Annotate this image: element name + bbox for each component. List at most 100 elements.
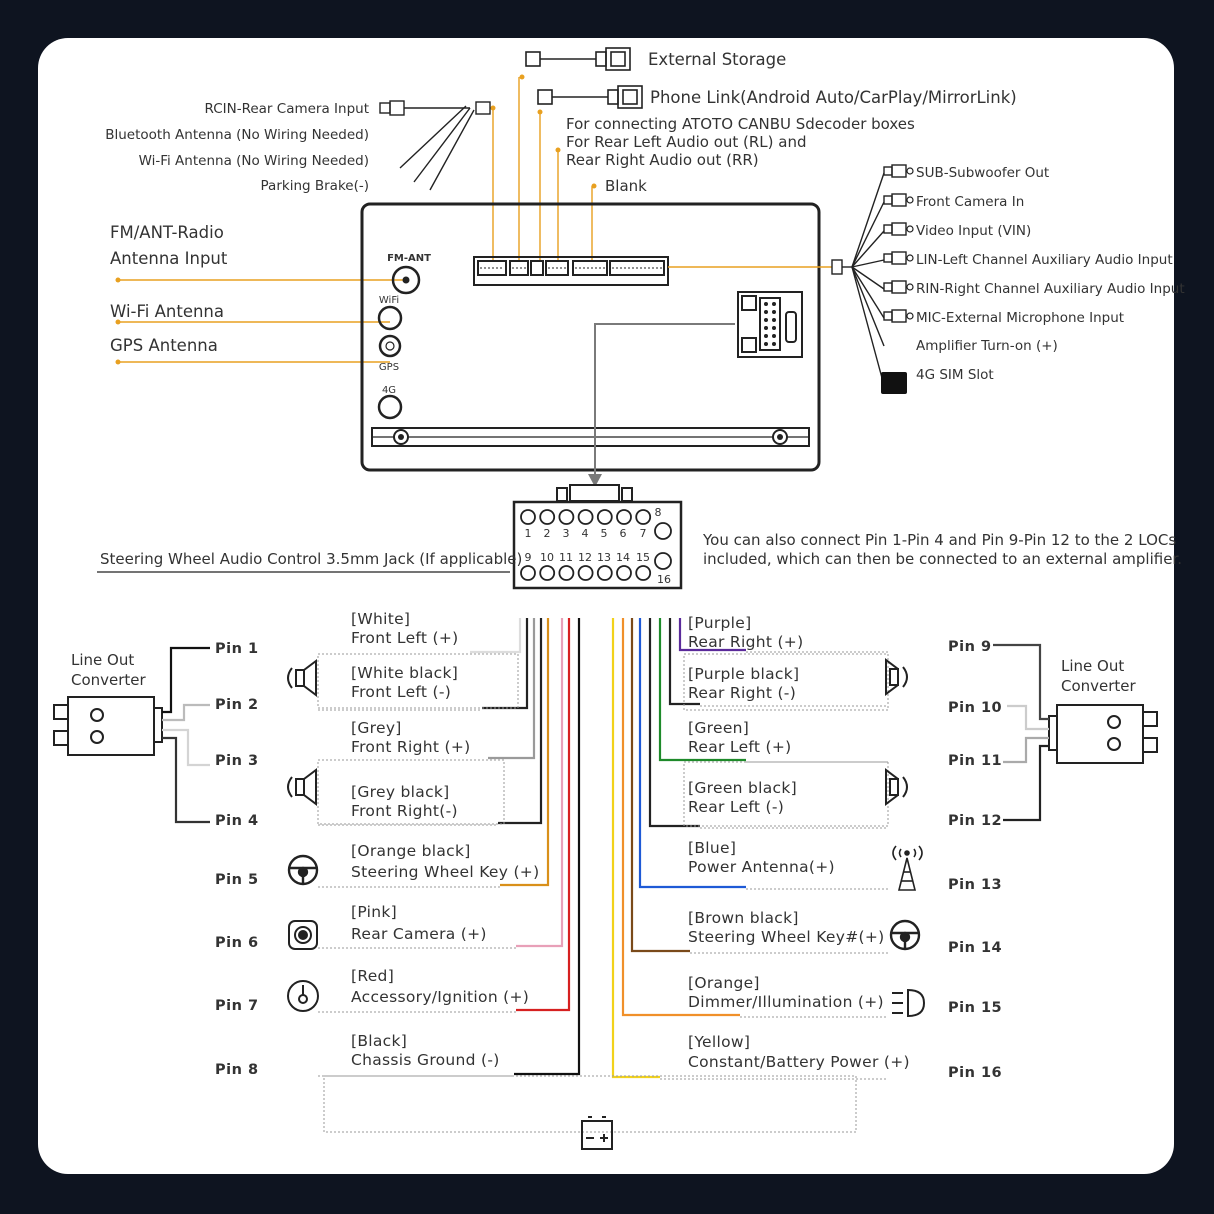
pin-number: 11 [559, 551, 573, 564]
wire [488, 618, 536, 760]
wire-color-label: [Grey] [351, 719, 402, 737]
wire [648, 618, 700, 828]
wire [482, 618, 529, 710]
pin-label: Pin 5 [215, 872, 259, 888]
loc-left-label-1: Line Out [71, 651, 134, 669]
pin-hole [635, 509, 652, 525]
usb-plug-icon [525, 47, 631, 71]
battery-icon [581, 1116, 613, 1150]
wire [621, 618, 740, 1017]
front-camera-label: Front Camera In [916, 194, 1024, 210]
rca-plug-icon [883, 282, 893, 292]
dashed-group [683, 761, 889, 827]
gps-port [378, 334, 402, 358]
wire-function-label: Rear Left (+) [688, 738, 791, 756]
pin-label: Pin 13 [948, 877, 1002, 893]
wire-color-label: [White] [351, 610, 410, 628]
antenna-leads [118, 279, 406, 363]
rca-plug-icon [883, 195, 893, 205]
pin-number: 8 [655, 506, 662, 519]
pin-label: Pin 8 [215, 1062, 259, 1078]
pin-label: Pin 9 [948, 639, 992, 655]
pin-hole [520, 509, 536, 525]
wire-color-label: [Green black] [688, 779, 797, 797]
pin-number: 13 [597, 551, 611, 564]
rca-plug-icon [883, 224, 893, 234]
wifi-port-label: WiFi [379, 295, 399, 306]
pin-hole [558, 565, 575, 581]
wire-function-label: Constant/Battery Power (+) [688, 1053, 910, 1071]
wire [678, 618, 746, 652]
pin-hole [539, 565, 556, 581]
camera-icon [288, 920, 318, 950]
pin-label: Pin 10 [948, 700, 1002, 716]
wire-function-label: Steering Wheel Key (+) [351, 863, 539, 881]
steering-wheel-icon [287, 854, 319, 886]
line-out-converter-left-icon [53, 696, 163, 756]
steering-wheel-icon [889, 919, 921, 951]
pin-hole [520, 565, 536, 581]
dashed-group [317, 653, 519, 709]
rca-plug-icon [883, 311, 893, 321]
dashed-group [323, 1075, 857, 1133]
speaker-icon [885, 768, 908, 806]
canbus-label-3: Rear Right Audio out (RR) [566, 151, 759, 169]
wire-function-label: Front Left (+) [351, 629, 459, 647]
pin-number: 15 [636, 551, 650, 564]
left-cable-bundle [399, 101, 491, 191]
fm-ant-port-label: FM-ANT [387, 253, 431, 264]
fm-radio-label: FM/ANT-Radio [110, 223, 224, 242]
amp-turn-on-label: Amplifier Turn-on (+) [916, 338, 1058, 354]
wire-function-label: Rear Camera (+) [351, 925, 487, 943]
gps-port-label: GPS [379, 362, 399, 373]
pin-label: Pin 3 [215, 753, 259, 769]
pin-hole [577, 565, 594, 581]
wire-color-label: [Grey black] [351, 783, 450, 801]
sim-slot-icon [881, 372, 907, 394]
wire [498, 618, 543, 825]
wire [630, 618, 690, 953]
wire-function-label: Accessory/Ignition (+) [351, 988, 529, 1006]
wire-color-label: [Green] [688, 719, 749, 737]
antenna-input-label: Antenna Input [110, 249, 228, 268]
ignition-key-icon [287, 980, 319, 1012]
loc-right-label-2: Converter [1061, 677, 1137, 695]
pin-number: 16 [657, 573, 671, 586]
wire-color-label: [Purple black] [688, 665, 799, 683]
pin-hole [539, 509, 556, 525]
harness-arrow [594, 323, 735, 478]
speaker-icon [885, 658, 908, 696]
headlight-icon [892, 988, 926, 1018]
external-storage-label: External Storage [648, 50, 786, 69]
pin-label: Pin 15 [948, 1000, 1002, 1016]
pin-hole [616, 565, 632, 581]
blank-label: Blank [605, 177, 647, 195]
dashed-group [683, 653, 889, 711]
head-unit: FM-ANT WiFi GPS 4G [360, 202, 832, 472]
rca-plug-icon [883, 166, 893, 176]
iso-connector [737, 291, 803, 358]
pin-number: 9 [525, 551, 532, 564]
pin-number: 5 [601, 527, 608, 540]
wire [658, 618, 746, 762]
bluetooth-label: Bluetooth Antenna (No Wiring Needed) [105, 127, 369, 143]
wire-harness [470, 618, 746, 1079]
pin-label: Pin 6 [215, 935, 259, 951]
wire-function-label: Dimmer/Illumination (+) [688, 993, 884, 1011]
line-out-converter-right-icon [1048, 704, 1158, 764]
wire [638, 618, 746, 889]
steering-jack-label: Steering Wheel Audio Control 3.5mm Jack … [100, 550, 522, 568]
pin-number: 7 [640, 527, 647, 540]
pin-label: Pin 1 [215, 641, 259, 657]
pin-label: Pin 11 [948, 753, 1002, 769]
wire-color-label: [White black] [351, 664, 458, 682]
lte-port-label: 4G [382, 385, 396, 396]
pin-number: 10 [540, 551, 554, 564]
wifi-antenna-label: Wi-Fi Antenna [110, 302, 224, 321]
wire [500, 618, 550, 887]
pin-hole [577, 509, 594, 525]
canbus-label-1: For connecting ATOTO CANBU Sdecoder boxe… [566, 115, 915, 133]
pin-number: 1 [525, 527, 532, 540]
wire-color-label: [Purple] [688, 614, 751, 632]
